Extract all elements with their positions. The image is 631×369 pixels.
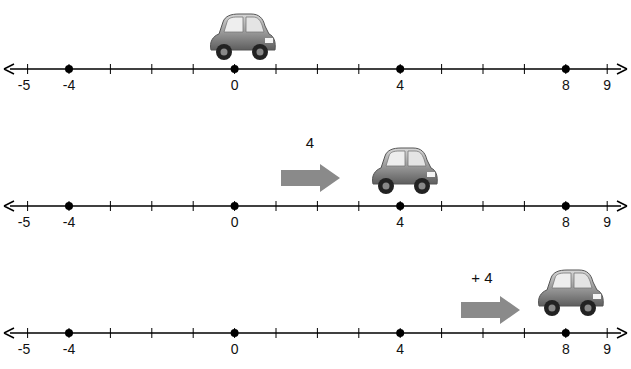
tick-label: 0 (231, 214, 239, 230)
tick-label: -5 (18, 214, 30, 230)
tick-label: 8 (562, 77, 570, 93)
tick-label: -5 (18, 341, 30, 357)
tick-label: 0 (231, 341, 239, 357)
tick-label: -4 (63, 214, 75, 230)
tick-label: 9 (603, 214, 611, 230)
tick-label: 4 (396, 341, 404, 357)
tick-label: 8 (562, 341, 570, 357)
tick-label: 0 (231, 77, 239, 93)
tick-label: -4 (63, 341, 75, 357)
tick-label: 9 (603, 77, 611, 93)
tick-label: 8 (562, 214, 570, 230)
step-label: 4 (306, 135, 314, 151)
tick-label: 4 (396, 77, 404, 93)
tick-label: 4 (396, 214, 404, 230)
tick-label: -4 (63, 77, 75, 93)
step-label: + 4 (471, 270, 492, 286)
tick-label: 9 (603, 341, 611, 357)
tick-label: -5 (18, 77, 30, 93)
